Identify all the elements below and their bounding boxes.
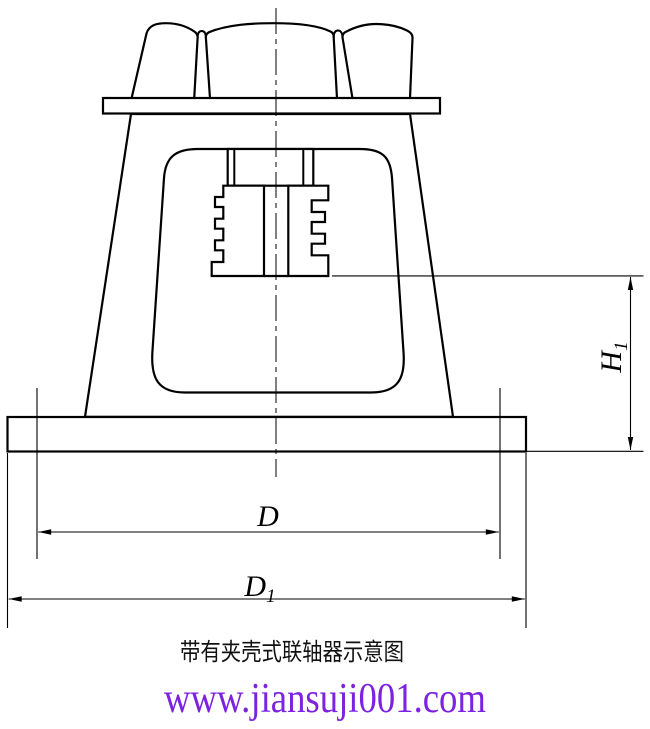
lobe-slot-right-cap <box>332 29 344 39</box>
clamp-top-block <box>226 147 315 187</box>
lobe-slot-left-cap <box>196 29 207 39</box>
clamp-right-jaw <box>287 184 330 278</box>
coupling-schematic-group <box>6 8 644 628</box>
coupling-center-lobe <box>204 22 339 100</box>
housing-opening <box>151 147 405 394</box>
coupling-right-lobe <box>341 22 414 100</box>
coupling-left-lobe <box>130 22 199 100</box>
base-plate <box>6 415 528 453</box>
dim-label-d: D <box>256 500 279 533</box>
caption-text: 带有夹壳式联轴器示意图 <box>180 639 404 666</box>
top-flange <box>101 96 442 115</box>
dim-label-h1: H1 <box>595 341 632 373</box>
watermark-link[interactable]: www.jiansuji001.com <box>164 676 486 722</box>
dim-label-d1: D1 <box>243 570 275 607</box>
clamp-left-jaw <box>210 184 266 278</box>
